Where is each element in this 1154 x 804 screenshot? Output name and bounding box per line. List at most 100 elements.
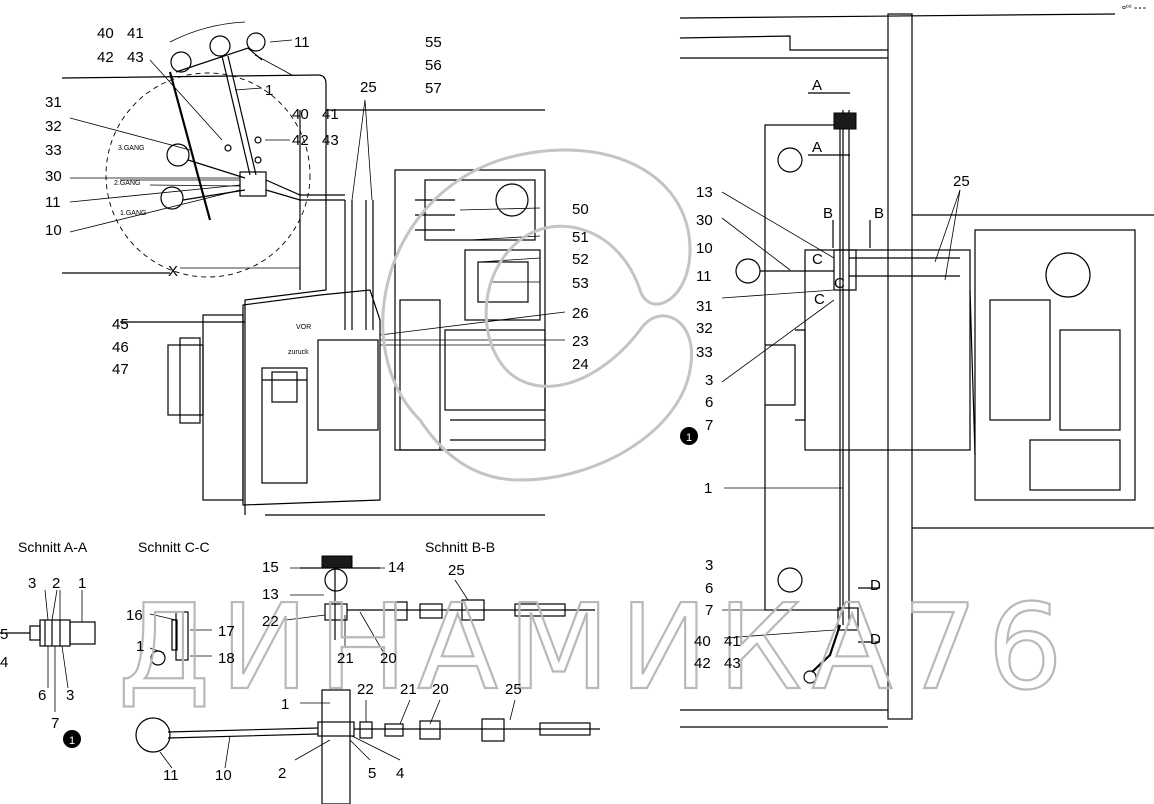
label-46: 46 <box>112 339 129 356</box>
gear-lever-view <box>61 21 545 290</box>
aa-label-7: 7 <box>51 715 59 732</box>
watermark: ДИНАМИКА76 <box>117 148 1073 717</box>
gear-label-2: 2.GANG <box>114 180 140 187</box>
gearbox-view <box>120 99 566 516</box>
section-title-aa: Schnitt A-A <box>18 539 88 555</box>
label-11: 11 <box>294 34 310 51</box>
bb-label-1: 1 <box>281 696 289 713</box>
right-side-view <box>679 13 1154 728</box>
label-30b: 30 <box>696 212 713 229</box>
section-mark-b1: B <box>823 205 833 222</box>
label-1b: 1 <box>704 480 712 497</box>
section-title-cc: Schnitt C-C <box>138 539 210 555</box>
label-1: 1 <box>265 82 273 99</box>
label-51: 51 <box>572 229 589 246</box>
bb-label-20: 20 <box>432 681 449 698</box>
label-6b: 6 <box>705 580 713 597</box>
label-43b: 43 <box>322 132 339 149</box>
label-25: 25 <box>360 79 377 96</box>
bb-label-21: 21 <box>400 681 417 698</box>
section-mark-d2: D <box>870 631 881 648</box>
label-11c: 11 <box>696 268 712 285</box>
section-mark-c1: C <box>812 251 823 268</box>
gear-label-3: 3.GANG <box>118 145 144 152</box>
label-24: 24 <box>572 356 589 373</box>
aa-label-3: 3 <box>28 575 36 592</box>
bb-label-2: 2 <box>278 765 286 782</box>
label-31: 31 <box>45 94 62 111</box>
label-42c: 42 <box>694 655 711 672</box>
section-bb-top-drawing <box>285 555 595 656</box>
aa-label-6: 6 <box>38 687 46 704</box>
bb-label-4: 4 <box>396 765 404 782</box>
cc-label-14: 14 <box>388 559 405 576</box>
cc-label-16: 16 <box>126 607 143 624</box>
label-3: 3 <box>705 372 713 389</box>
label-7b: 7 <box>705 602 713 619</box>
label-43c: 43 <box>724 655 741 672</box>
label-57: 57 <box>425 80 442 97</box>
section-mark-c3: C <box>814 291 825 308</box>
label-41c: 41 <box>724 633 741 650</box>
label-41: 41 <box>127 25 144 42</box>
watermark-text: ДИНАМИКА76 <box>118 578 1073 716</box>
aa-label-1: 1 <box>78 575 86 592</box>
aa-note-marker-icon <box>63 730 81 748</box>
label-42b: 42 <box>292 132 309 149</box>
label-3b: 3 <box>705 557 713 574</box>
label-56: 56 <box>425 57 442 74</box>
cc-label-17: 17 <box>218 623 235 640</box>
cc-label-22: 22 <box>262 613 279 630</box>
label-10: 10 <box>45 222 62 239</box>
section-bb-bottom-drawing <box>135 689 600 804</box>
label-26: 26 <box>572 305 589 322</box>
section-cc-drawing <box>149 611 212 666</box>
aa-label-3b: 3 <box>66 687 74 704</box>
labels-layer: ¤⁰⁰ ∘∘∘ 40 41 42 43 11 1 31 32 33 30 11 … <box>0 4 1147 784</box>
plate-vor: VOR <box>296 324 311 331</box>
label-33: 33 <box>45 142 62 159</box>
label-40: 40 <box>97 25 114 42</box>
label-52: 52 <box>572 251 589 268</box>
label-43: 43 <box>127 49 144 66</box>
bb-label-25: 25 <box>505 681 522 698</box>
label-23: 23 <box>572 333 589 350</box>
section-mark-a2: A <box>812 139 822 156</box>
label-40b: 40 <box>292 106 309 123</box>
label-13: 13 <box>696 184 713 201</box>
section-aa-drawing <box>0 589 96 712</box>
label-40c: 40 <box>694 633 711 650</box>
cc-label-15: 15 <box>262 559 279 576</box>
label-25b: 25 <box>953 173 970 190</box>
label-42: 42 <box>97 49 114 66</box>
plate-zuruck: zuruck <box>288 349 309 356</box>
label-31b: 31 <box>696 298 713 315</box>
label-41b: 41 <box>322 106 339 123</box>
aa-label-4: 4 <box>0 654 8 671</box>
section-mark-c2: C <box>834 275 845 292</box>
bb-label-11: 11 <box>163 767 179 784</box>
label-33b: 33 <box>696 344 713 361</box>
section-mark-b2: B <box>874 205 884 222</box>
cc-label-21: 21 <box>337 650 354 667</box>
section-mark-a1: A <box>812 77 822 94</box>
watermark-swirl-icon <box>381 148 693 482</box>
bb-label-22: 22 <box>357 681 374 698</box>
label-x: X <box>168 263 178 280</box>
label-55: 55 <box>425 34 442 51</box>
cc-label-18: 18 <box>218 650 235 667</box>
label-53: 53 <box>572 275 589 292</box>
cc-label-20: 20 <box>380 650 397 667</box>
cc-label-13: 13 <box>262 586 279 603</box>
label-30: 30 <box>45 168 62 185</box>
bb-label-10: 10 <box>215 767 232 784</box>
aa-label-2: 2 <box>52 575 60 592</box>
section-mark-d1: D <box>870 577 881 594</box>
cc-label-25: 25 <box>448 562 465 579</box>
gear-label-1: 1.GANG <box>120 210 146 217</box>
label-32: 32 <box>45 118 62 135</box>
corner-note: ¤⁰⁰ ∘∘∘ <box>1122 4 1147 12</box>
label-6: 6 <box>705 394 713 411</box>
label-47: 47 <box>112 361 129 378</box>
